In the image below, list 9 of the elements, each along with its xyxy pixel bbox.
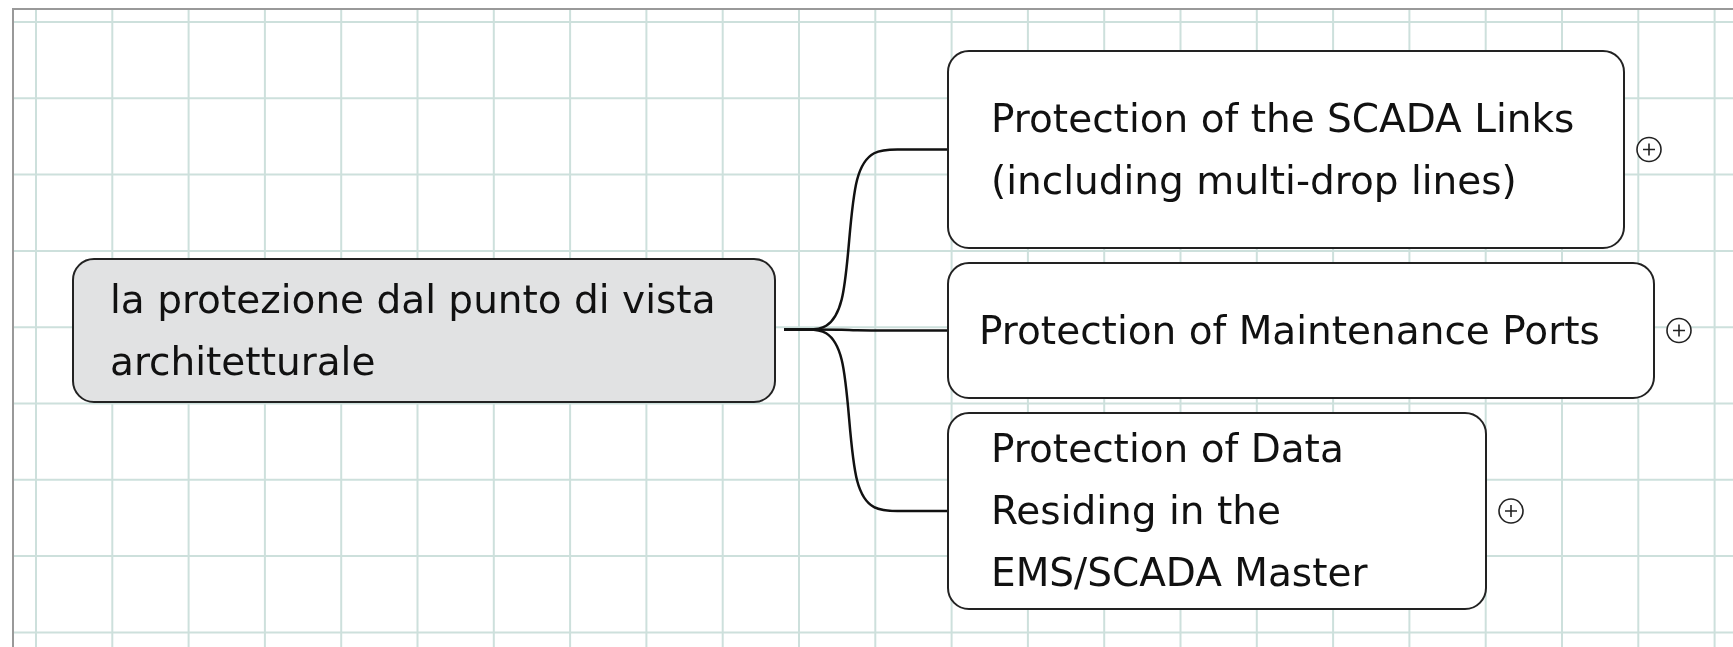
branch-connector — [784, 328, 947, 513]
topic-text: Protection of the SCADA Links (including multi-drop lines) — [991, 94, 1576, 205]
subtopic-box — [947, 50, 1625, 249]
topic-text: la protezione dal punto di vista architetturale — [110, 275, 717, 386]
subtopic-box — [947, 412, 1487, 610]
central-topic — [72, 258, 776, 403]
subtopic-box — [947, 262, 1655, 399]
topic-text: Protection of Maintenance Ports — [979, 306, 1600, 355]
topic-text: Protection of Data Residing in the EMS/SCADA Master — [991, 425, 1369, 597]
